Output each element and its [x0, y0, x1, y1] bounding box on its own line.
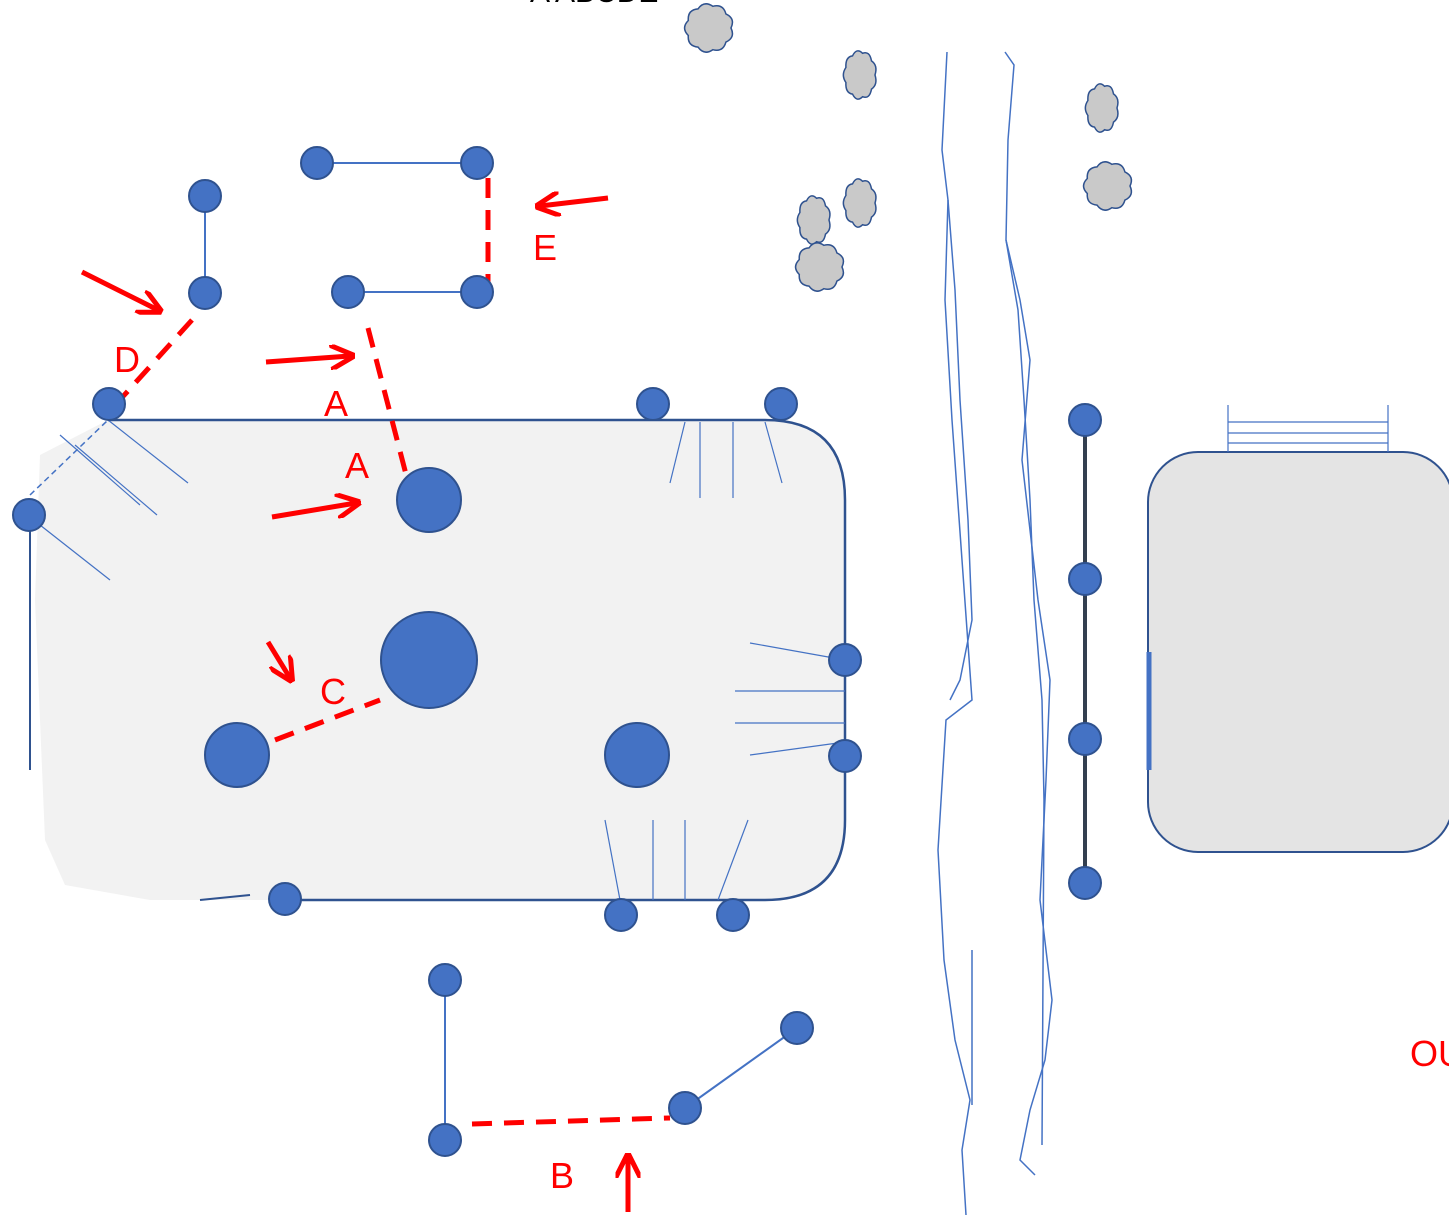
arrow-a-upper — [265, 356, 350, 362]
post-icon — [428, 963, 462, 997]
post-icon — [188, 276, 222, 310]
right-enclosure — [1146, 405, 1449, 853]
post-icon — [764, 387, 798, 421]
river-bank-left — [937, 51, 973, 1215]
hatch-marks-right-side — [735, 642, 846, 756]
top-edge-label: A ABCDE — [530, 0, 658, 9]
cloud-bush-icon — [796, 195, 831, 245]
large-post-icon — [204, 722, 270, 788]
post-icon — [716, 898, 750, 932]
post-icon — [188, 179, 222, 213]
post-icon — [828, 643, 862, 677]
post-icon — [780, 1011, 814, 1045]
fence-segment-bottom-right — [684, 1027, 798, 1109]
post-icon — [1068, 722, 1102, 756]
edge-label: OU — [1410, 1033, 1449, 1074]
hatch-marks-top-right — [669, 421, 783, 498]
large-post-icon — [380, 611, 478, 709]
large-posts — [204, 467, 670, 788]
right-enclosure-body — [1147, 451, 1449, 853]
gap-label-a-lower: A — [345, 445, 369, 486]
cloud-bush-icon — [842, 50, 877, 100]
main-enclosure-bottom-left-edge — [199, 894, 251, 901]
post-icon — [12, 498, 46, 532]
gap-d-line — [116, 318, 194, 404]
river-bank-right-inner — [1005, 239, 1045, 1146]
cloud-bush-icon — [1084, 83, 1119, 133]
gap-b-line — [471, 1115, 671, 1127]
gaps — [116, 178, 671, 1127]
post-icon — [1068, 403, 1102, 437]
river-bank-right — [1004, 51, 1053, 1176]
river-bank-left-inner — [947, 199, 973, 701]
post-icon — [428, 1123, 462, 1157]
arrow-e — [540, 198, 609, 206]
posts — [12, 146, 1102, 1157]
right-enclosure-top-lines — [1227, 405, 1389, 452]
post-icon — [331, 275, 365, 309]
post-icon — [636, 387, 670, 421]
arrow-c — [265, 640, 290, 678]
main-enclosure-diagonal-dashed — [29, 419, 109, 496]
gap-label-c: C — [320, 671, 346, 712]
bushes — [683, 3, 1133, 292]
post-icon — [92, 387, 126, 421]
arrow-d — [80, 269, 158, 310]
cloud-bush-icon — [842, 178, 877, 228]
post-icon — [268, 882, 302, 916]
post-icon — [460, 146, 494, 180]
post-icon — [1068, 562, 1102, 596]
post-icon — [828, 739, 862, 773]
post-icon — [668, 1091, 702, 1125]
large-post-icon — [396, 467, 462, 533]
gap-label-d: D — [114, 339, 140, 380]
hatch-marks-top-left — [39, 419, 189, 581]
post-icon — [1068, 866, 1102, 900]
cloud-bush-icon — [1082, 161, 1133, 211]
gap-label-e: E — [533, 227, 557, 268]
post-icon — [604, 898, 638, 932]
hatch-marks-bottom-right — [604, 819, 749, 901]
gap-label-b: B — [550, 1155, 574, 1196]
cloud-bush-icon — [794, 242, 845, 292]
river — [937, 51, 1053, 1215]
post-icon — [460, 275, 494, 309]
arrows — [80, 198, 628, 1212]
gap-c-line — [274, 697, 381, 743]
post-icon — [300, 146, 334, 180]
arrow-a-lower — [271, 503, 356, 520]
gap-a-line — [365, 327, 411, 483]
cloud-bush-icon — [683, 3, 734, 53]
gap-label-a-upper: A — [324, 383, 348, 424]
large-post-icon — [604, 722, 670, 788]
